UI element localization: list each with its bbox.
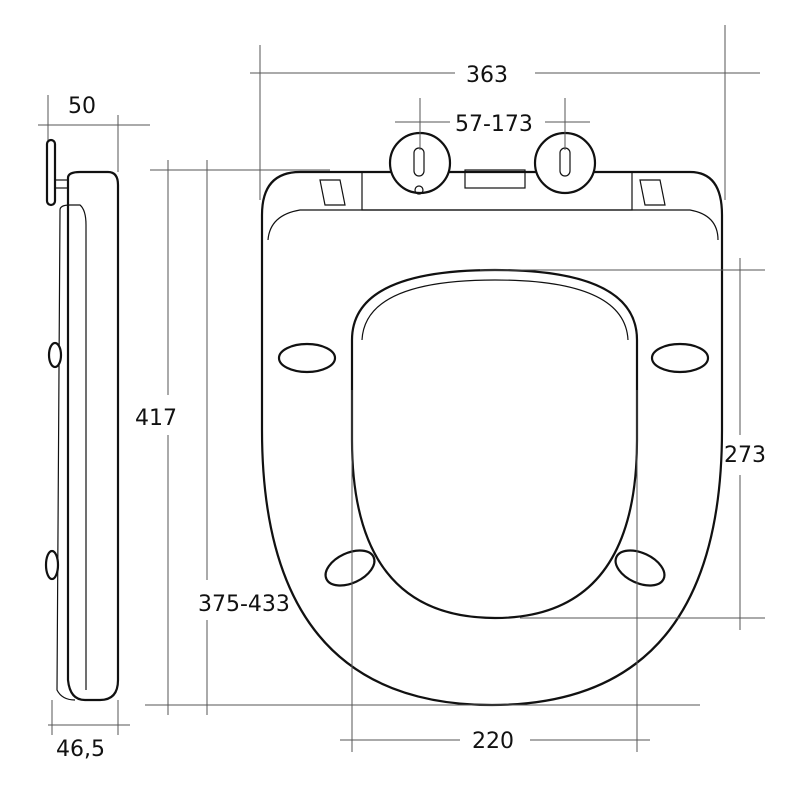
- hinge-recess-right: [639, 179, 666, 206]
- side-bumper-bottom: [44, 549, 60, 581]
- hinge-hole: [414, 185, 424, 195]
- label-overall-length: 417: [135, 406, 177, 431]
- side-view: 50 46,5: [38, 94, 150, 762]
- label-hinge-spacing: 57-173: [455, 112, 533, 137]
- seat-opening: [350, 268, 639, 620]
- bumper-top-left: [277, 342, 337, 374]
- side-bumper-top: [47, 341, 63, 369]
- bumper-bottom-right: [614, 549, 666, 587]
- label-opening-length: 273: [724, 443, 766, 468]
- release-button: [464, 169, 526, 189]
- label-fixing-to-front: 375-433: [198, 592, 290, 617]
- label-side-height: 50: [68, 94, 96, 119]
- hinge-slot-left: [413, 147, 425, 177]
- hinge-recess-left: [319, 179, 346, 206]
- label-side-thickness: 46,5: [56, 737, 105, 762]
- bumper-top-right: [650, 342, 710, 374]
- side-lid-profile: [66, 170, 120, 702]
- side-seat-bottom: [56, 209, 76, 701]
- top-view: 363 57-173 417 375-433 273 220: [135, 25, 766, 754]
- opening-inner-edge: [361, 279, 629, 341]
- bumper-bottom-left: [324, 549, 376, 587]
- label-opening-width: 220: [472, 729, 514, 754]
- label-overall-width: 363: [466, 63, 508, 88]
- hinge-plate: [361, 171, 633, 211]
- side-hinge-knob: [45, 138, 57, 207]
- side-seat-profile: [59, 204, 87, 690]
